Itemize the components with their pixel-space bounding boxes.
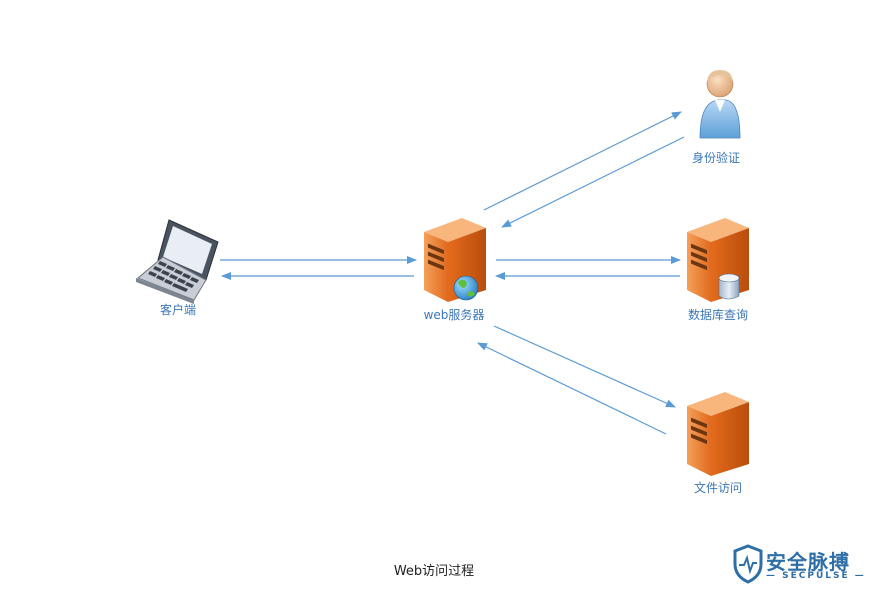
arrows: [220, 111, 685, 435]
edge-auth-to-web: [501, 136, 685, 228]
edge-file-to-web: [477, 342, 667, 435]
web-server-icon: [424, 218, 486, 302]
logo-text: 安全脉搏: [766, 550, 850, 574]
database-label: 数据库查询: [687, 308, 749, 322]
logo-subtext: — SECPULSE —: [766, 571, 866, 581]
edge-web-to-auth: [483, 111, 682, 211]
user-icon: [699, 70, 741, 139]
database-server-icon: [687, 218, 749, 302]
file-server-icon: [687, 392, 749, 476]
web-server-label: web服务器: [423, 308, 485, 322]
logo-subtext-value: SECPULSE: [782, 571, 850, 581]
client-label: 客户端: [159, 303, 197, 317]
shield-icon: [733, 544, 763, 584]
secpulse-logo: 安全脉搏 — SECPULSE —: [732, 544, 872, 588]
file-label: 文件访问: [693, 481, 743, 495]
edge-web-to-file: [493, 325, 676, 408]
diagram-caption: Web访问过程: [393, 564, 475, 579]
auth-label: 身份验证: [691, 151, 741, 165]
laptop-icon: [136, 219, 219, 304]
